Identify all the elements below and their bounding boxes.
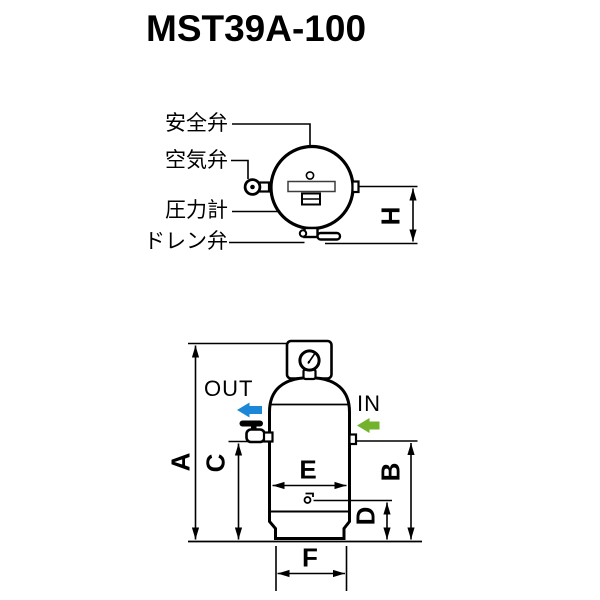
pressure-gauge-top: [301, 192, 321, 206]
leader-air-valve: [231, 159, 249, 179]
dim-label-a: A: [165, 452, 196, 472]
dim-label-b: B: [375, 462, 406, 482]
in-flow-arrow-icon: [357, 418, 380, 433]
label-drain-valve: ドレン弁: [144, 230, 228, 253]
right-port-stub: [351, 180, 360, 194]
air-valve-front: [239, 420, 274, 444]
dim-label-f: F: [302, 542, 318, 573]
pressure-gauge-front: [298, 349, 321, 381]
air-valve-fitting: [243, 178, 271, 196]
drain-valve-fitting-top: [298, 226, 342, 241]
front-dimension-lines: [188, 342, 422, 591]
dimension-h-lines: [325, 185, 418, 245]
model-number-title: MST39A-100: [146, 8, 367, 49]
tank-front-view: [239, 339, 358, 540]
label-air-valve: 空気弁: [165, 149, 228, 172]
dim-label-c: C: [200, 453, 231, 473]
dim-label-e: E: [299, 454, 317, 485]
out-label: OUT: [204, 376, 254, 401]
in-label: IN: [357, 391, 381, 416]
dim-label-d: D: [350, 506, 381, 526]
safety-valve-port: [305, 171, 315, 180]
label-safety-valve: 安全弁: [165, 112, 228, 135]
inlet-stub-front: [348, 433, 358, 446]
out-flow-arrow-icon: [237, 402, 262, 418]
tank-top-view: [229, 123, 418, 245]
tank-shell-front: [268, 376, 351, 540]
label-pressure-gauge: 圧力計: [165, 199, 228, 222]
gauge-body-top: [287, 180, 336, 193]
drain-valve-front: [303, 492, 314, 504]
dim-label-h: H: [375, 206, 406, 226]
